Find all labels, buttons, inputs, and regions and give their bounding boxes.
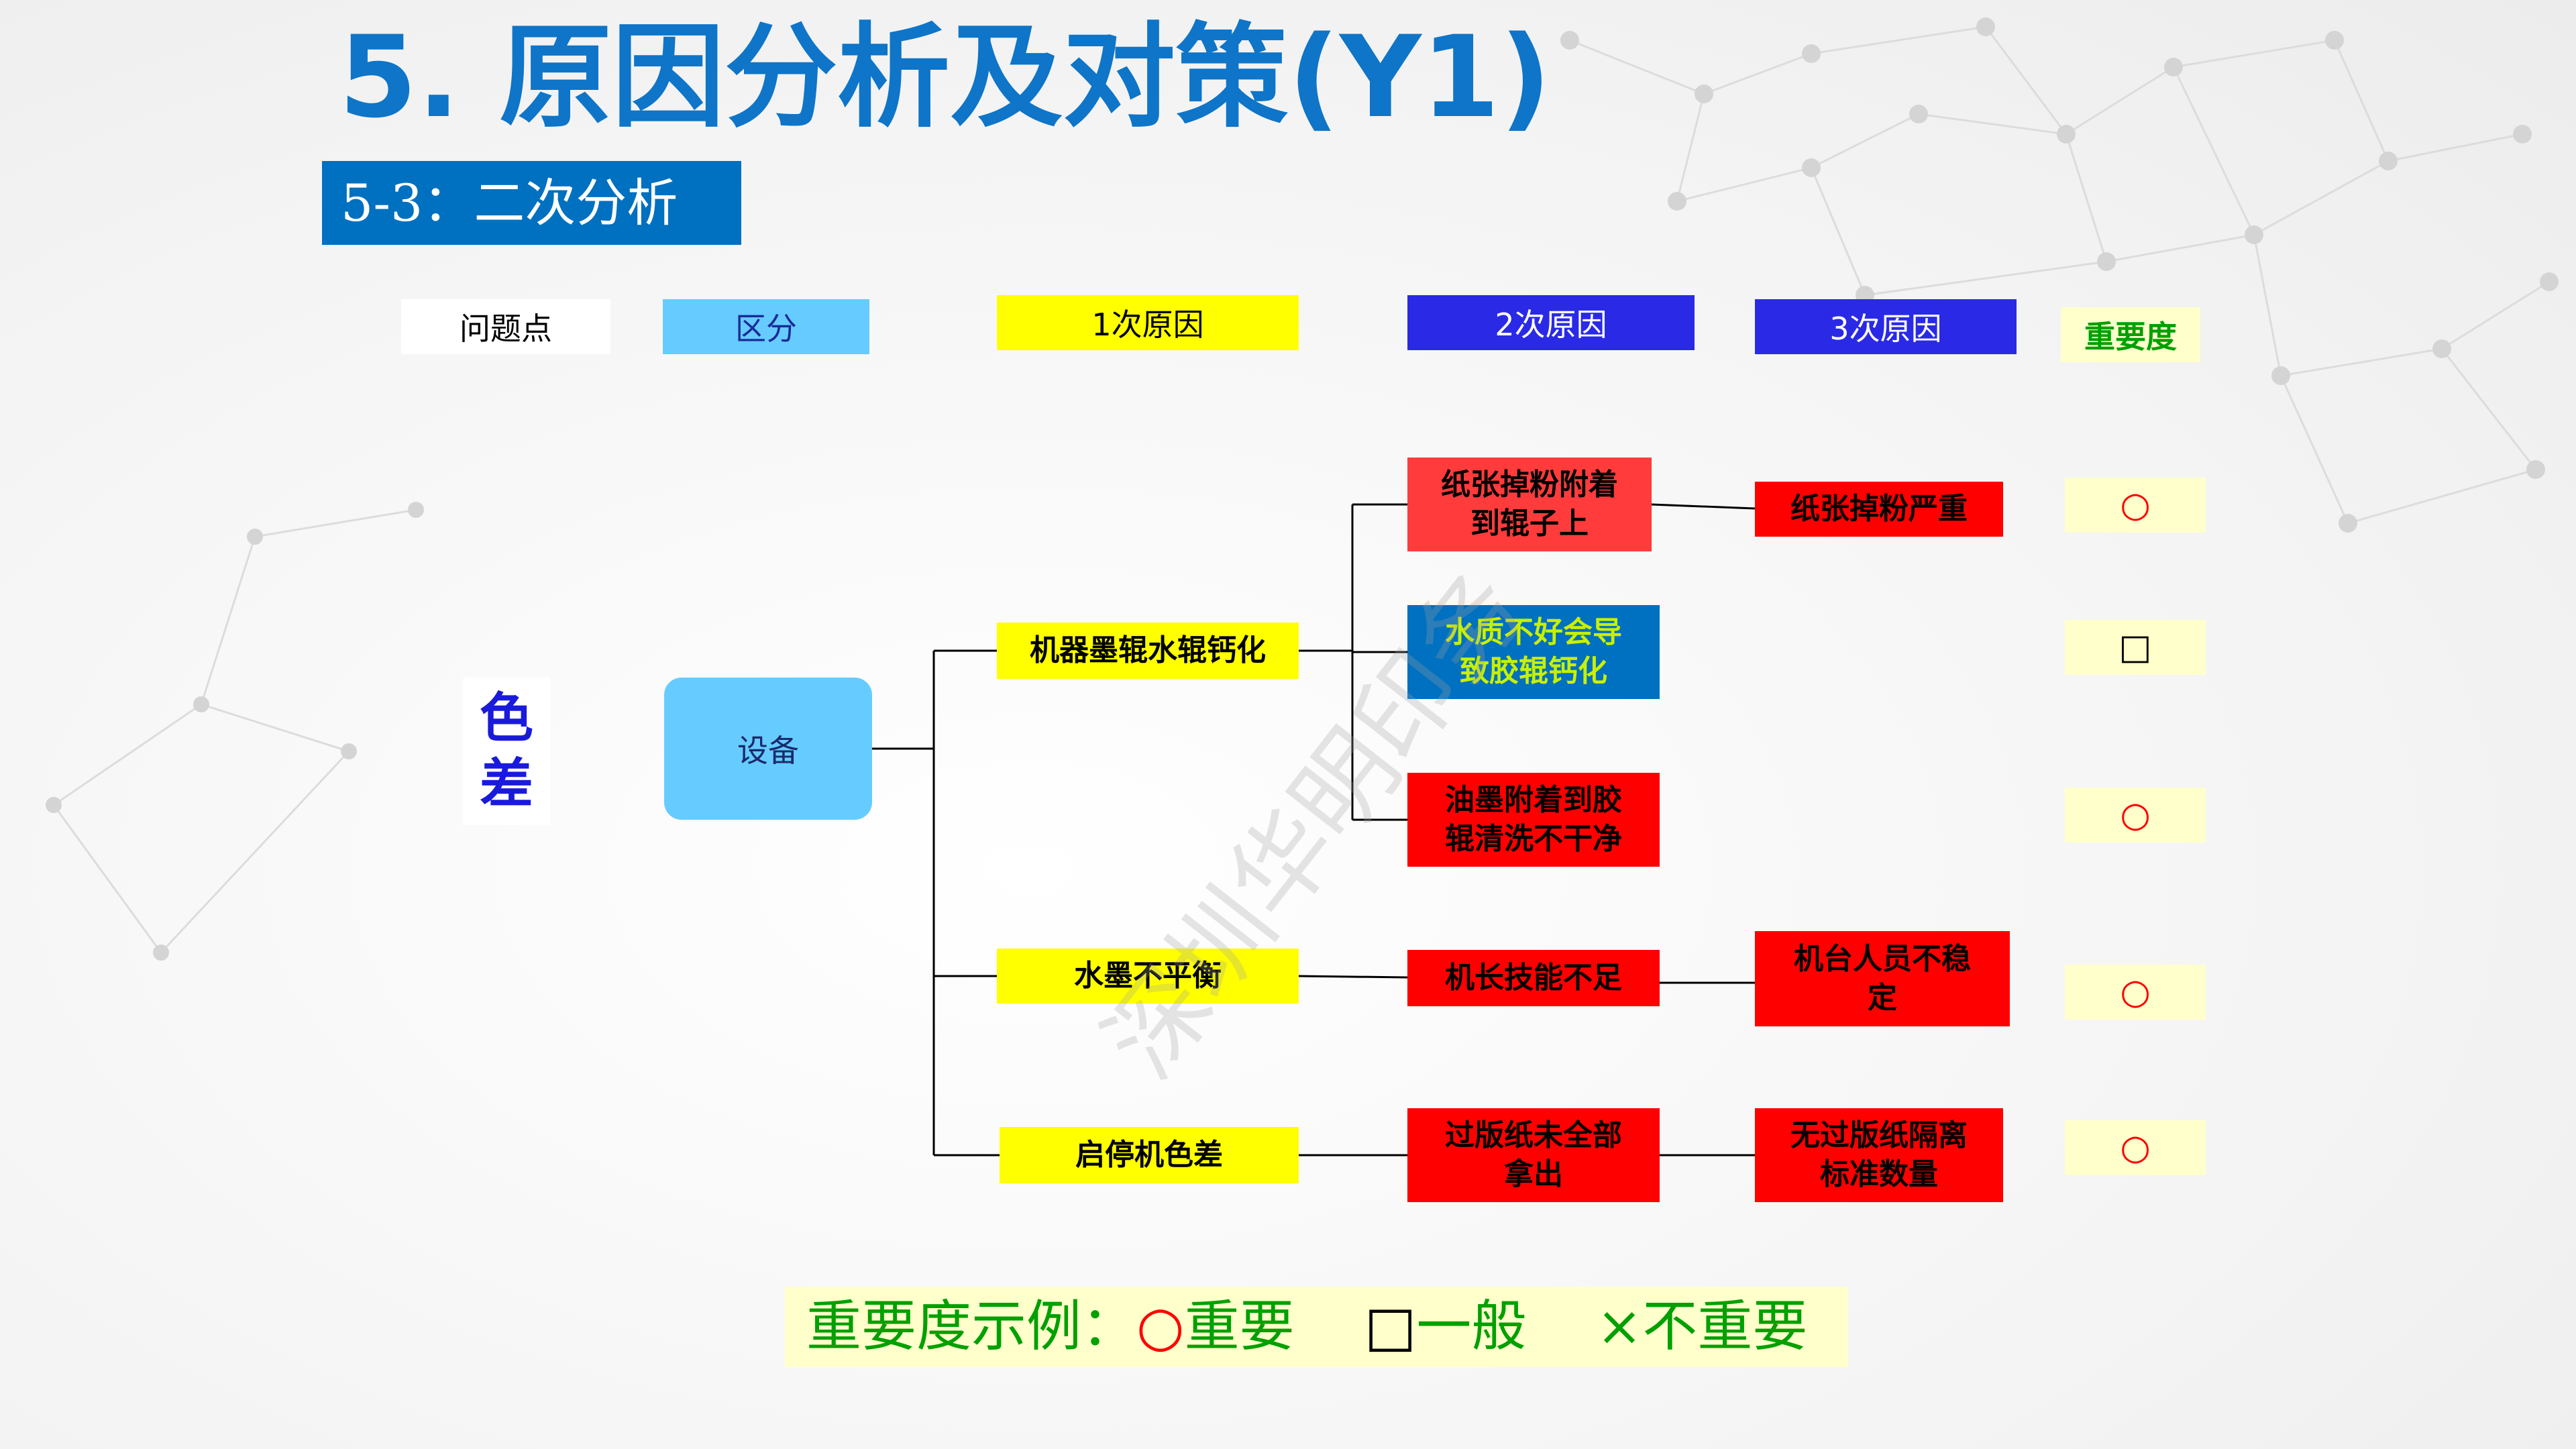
cause3-staff-unstable: 机台人员不稳 定 — [1755, 931, 2010, 1026]
importance-row-5: ○ — [2065, 1120, 2206, 1175]
importance-row-3: ○ — [2065, 788, 2206, 843]
problem-color-difference: 色 差 — [463, 678, 550, 825]
header-cause2: 2次原因 — [1407, 295, 1695, 350]
header-cause1: 1次原因 — [997, 295, 1299, 350]
category-equipment: 设备 — [664, 678, 872, 820]
importance-row-1: ○ — [2065, 478, 2206, 533]
header-importance: 重要度 — [2061, 307, 2200, 362]
importance-legend: 重要度示例：○重要 □一般 ×不重要 — [785, 1287, 1848, 1367]
importance-row-2: □ — [2065, 620, 2206, 675]
cause2-waste-sheets: 过版纸未全部 拿出 — [1407, 1108, 1660, 1202]
header-cause3: 3次原因 — [1755, 299, 2017, 354]
cause3-paper-dust-severe: 纸张掉粉严重 — [1755, 482, 2003, 537]
cause2-water-quality: 水质不好会导 致胶辊钙化 — [1407, 605, 1660, 699]
legend-label: 重要度示例： — [806, 1295, 1137, 1358]
cause3-no-standard: 无过版纸隔离 标准数量 — [1755, 1108, 2003, 1202]
legend-unimportant-text: 不重要 — [1642, 1295, 1808, 1358]
legend-normal-mark: □ — [1364, 1295, 1417, 1358]
cause1-roller-calcification: 机器墨辊水辊钙化 — [997, 623, 1299, 679]
legend-unimportant-mark: × — [1596, 1295, 1643, 1358]
importance-row-4: ○ — [2065, 965, 2206, 1020]
legend-important-mark: ○ — [1136, 1295, 1185, 1358]
legend-important-text: 重要 — [1184, 1295, 1295, 1358]
cause2-paper-dust: 纸张掉粉附着 到辊子上 — [1407, 458, 1652, 551]
page-title: 5. 原因分析及对策(Y1) — [339, 11, 1552, 143]
cause2-ink-residue: 油墨附着到胶 辊清洗不干净 — [1407, 773, 1660, 867]
legend-normal-text: 一般 — [1416, 1295, 1527, 1358]
section-subtitle: 5-3：二次分析 — [322, 161, 741, 245]
cause1-start-stop-color-diff: 启停机色差 — [1000, 1127, 1299, 1183]
header-problem: 问题点 — [401, 299, 610, 354]
cause2-operator-skill: 机长技能不足 — [1407, 950, 1660, 1006]
cause1-ink-water-imbalance: 水墨不平衡 — [997, 949, 1299, 1004]
header-category: 区分 — [663, 299, 869, 354]
